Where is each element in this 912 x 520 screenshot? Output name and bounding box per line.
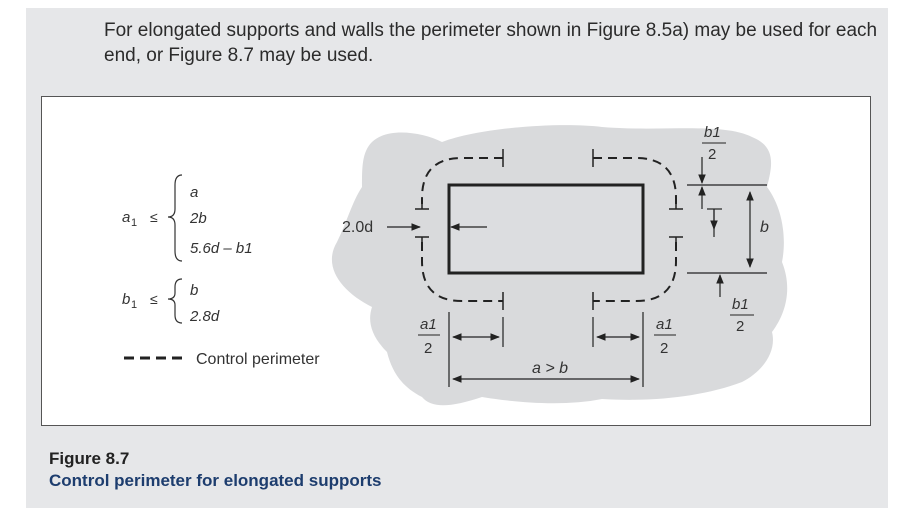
figure-title: Control perimeter for elongated supports: [49, 471, 382, 490]
legend-label: Control perimeter: [196, 351, 320, 368]
svg-text:b: b: [190, 282, 198, 299]
svg-text:2: 2: [708, 146, 716, 163]
figure-label: Figure 8.7: [49, 449, 130, 468]
fraction-a1-over-2-right: a1 2: [654, 316, 676, 357]
support-rectangle: [447, 183, 645, 275]
svg-text:b1: b1: [732, 296, 749, 313]
vertical-dimensions: [687, 157, 767, 297]
diagram-svg: 2.0d b b1 2 b1 2: [122, 124, 788, 406]
svg-text:a: a: [190, 184, 198, 201]
svg-text:a: a: [122, 209, 130, 226]
svg-text:2: 2: [736, 318, 744, 335]
legend: Control perimeter: [124, 351, 320, 368]
fraction-a1-over-2-left: a1 2: [418, 316, 440, 357]
svg-text:b1: b1: [704, 124, 721, 141]
b-dimension-label: b: [760, 219, 769, 236]
svg-text:2.8d: 2.8d: [189, 308, 220, 325]
control-perimeter: [421, 157, 677, 302]
svg-text:2: 2: [660, 340, 668, 357]
svg-text:1: 1: [131, 299, 137, 311]
fraction-b1-over-2-top: b1 2: [702, 124, 726, 163]
offset-label: 2.0d: [342, 219, 373, 236]
svg-text:≤: ≤: [150, 291, 158, 307]
perimeter-ticks: [415, 149, 683, 310]
figure-box: 2.0d b b1 2 b1 2: [41, 96, 871, 426]
condition-b1: b 1 ≤ b 2.8d: [122, 278, 220, 325]
svg-text:2b: 2b: [189, 210, 207, 227]
svg-text:≤: ≤: [150, 209, 158, 225]
intro-paragraph: For elongated supports and walls the per…: [104, 20, 878, 66]
fraction-b1-over-2-bottom: b1 2: [730, 296, 754, 335]
svg-text:b: b: [122, 291, 130, 308]
svg-text:a1: a1: [420, 316, 437, 333]
condition-a1: a 1 ≤ a 2b 5.6d – b1: [122, 174, 253, 262]
svg-text:2: 2: [424, 340, 432, 357]
horizontal-dimensions: [448, 312, 644, 387]
a-greater-b-label: a > b: [532, 360, 568, 377]
svg-text:5.6d – b1: 5.6d – b1: [190, 240, 253, 257]
svg-text:a1: a1: [656, 316, 673, 333]
svg-text:1: 1: [131, 217, 137, 229]
